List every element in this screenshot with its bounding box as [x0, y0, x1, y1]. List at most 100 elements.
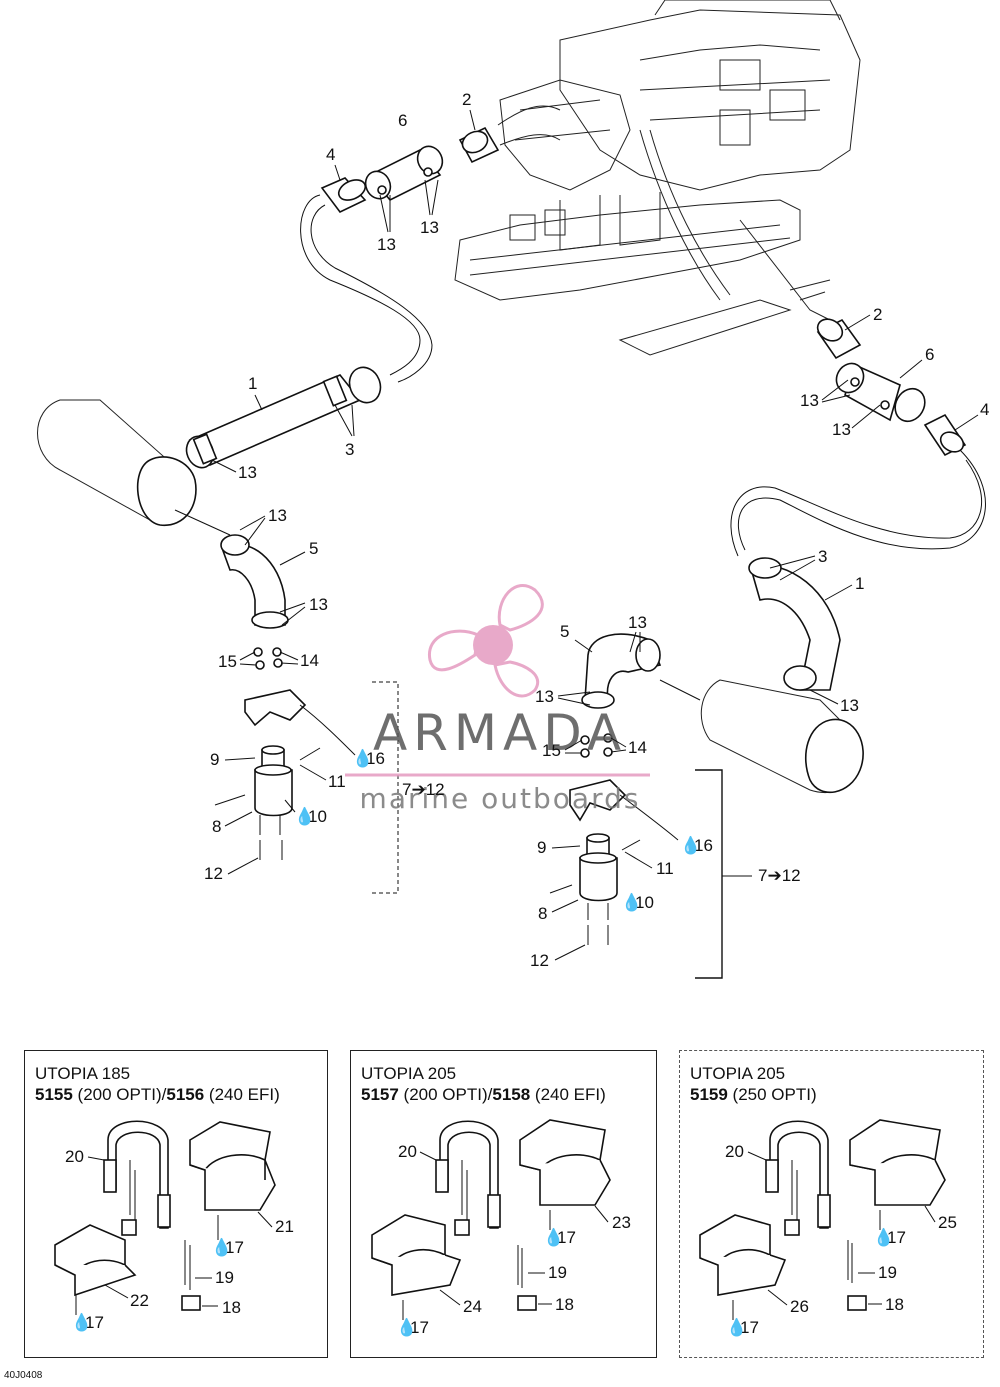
- drop-icon-16-right: 💧: [680, 835, 701, 855]
- callout-12-right: 12: [530, 951, 549, 970]
- drop-icon-16-left: 💧: [352, 748, 373, 768]
- watermark-brand: ARMADA: [373, 704, 627, 762]
- variant-panel-1: UTOPIA 185 5155 (200 OPTI)/5156 (240 EFI…: [24, 1050, 328, 1358]
- panel-1-model: UTOPIA 185: [35, 1064, 131, 1083]
- drop-icon-17-p3-a: 💧: [873, 1227, 894, 1247]
- variant-panel-3: UTOPIA 205 5159 (250 OPTI): [679, 1050, 984, 1358]
- callout-13-elbow-left-a: 13: [268, 506, 287, 525]
- callout-13-right-muffler: 13: [840, 696, 859, 715]
- callout-17-p3-b: 17: [740, 1318, 759, 1337]
- callout-14-right: 14: [628, 738, 647, 757]
- drop-icon-17-p2-b: 💧: [396, 1317, 417, 1337]
- drop-icon-10-left: 💧: [294, 806, 315, 826]
- engine-illustration: [454, 0, 861, 356]
- panel-2-title: UTOPIA 205 5157 (200 OPTI)/5158 (240 EFI…: [361, 1063, 606, 1105]
- part-6-hose-right: [835, 362, 926, 423]
- callout-13-left-a: 13: [377, 235, 396, 254]
- panel-1-codes: 5155 (200 OPTI)/5156 (240 EFI): [35, 1085, 280, 1104]
- part-2-sleeve-right: [816, 318, 862, 360]
- callout-2-right: 2: [873, 305, 882, 324]
- part-9-fitting-right: [579, 833, 618, 902]
- panel-2-model: UTOPIA 205: [361, 1064, 457, 1083]
- callout-12-left: 12: [204, 864, 223, 883]
- propeller-logo: [428, 583, 544, 698]
- drop-icon-17-p1-b: 💧: [71, 1312, 92, 1332]
- callout-17-p2-b: 17: [410, 1318, 429, 1337]
- callout-17-p2-a: 17: [557, 1228, 576, 1247]
- panel-3-parts: [699, 1119, 946, 1311]
- callout-16-left: 16: [366, 749, 385, 768]
- drop-icon-17-p3-b: 💧: [726, 1317, 747, 1337]
- callout-3-right: 3: [818, 547, 827, 566]
- callout-11-left: 11: [328, 772, 346, 791]
- callout-19-p1: 19: [215, 1268, 234, 1287]
- callout-15-left: 15: [218, 652, 237, 671]
- callout-19-p2: 19: [548, 1263, 567, 1282]
- range-label-left: 7➔12: [402, 780, 445, 799]
- callout-11-right: 11: [656, 859, 674, 878]
- callout-8-right: 8: [538, 904, 547, 923]
- callout-10-right: 10: [635, 893, 654, 912]
- muffler-left: [37, 399, 231, 536]
- callout-13-elbow-left-b: 13: [309, 595, 328, 614]
- callout-4-left: 4: [326, 145, 335, 164]
- callout-13-right-elbow-a: 13: [628, 613, 647, 632]
- callout-2-left: 2: [462, 90, 471, 109]
- callout-18-p3: 18: [885, 1295, 904, 1314]
- panel-1-title: UTOPIA 185 5155 (200 OPTI)/5156 (240 EFI…: [35, 1063, 280, 1105]
- armada-watermark: ARMADA marine outboards: [345, 583, 650, 815]
- callout-26: 26: [790, 1297, 809, 1316]
- panel-1-parts: [54, 1120, 276, 1311]
- callout-6-left: 6: [398, 111, 407, 130]
- callout-6-right: 6: [925, 345, 934, 364]
- variant-panel-2: UTOPIA 205 5157 (200 OPTI)/5158 (240 EFI…: [350, 1050, 657, 1358]
- part-5-elbow-left: [220, 534, 289, 629]
- callout-16-right: 16: [694, 836, 713, 855]
- callout-24: 24: [463, 1297, 482, 1316]
- panel-2-codes: 5157 (200 OPTI)/5158 (240 EFI): [361, 1085, 606, 1104]
- callout-13-right-b: 13: [832, 420, 851, 439]
- part-5-elbow-right: [581, 633, 662, 709]
- panel-3-model: UTOPIA 205: [690, 1064, 786, 1083]
- callout-13-muffler-left: 13: [238, 463, 257, 482]
- drop-icon-17-p1-a: 💧: [211, 1237, 232, 1257]
- callout-18-p1: 18: [222, 1298, 241, 1317]
- drop-icon-10-right: 💧: [621, 892, 642, 912]
- drawing-code: 40J0408: [4, 1370, 43, 1381]
- callout-17-p1-a: 17: [225, 1238, 244, 1257]
- callout-19-p3: 19: [878, 1263, 897, 1282]
- callout-10-left: 10: [308, 807, 327, 826]
- callout-20-p1: 20: [65, 1147, 84, 1166]
- panel-callouts: 20 17 💧 21 19 22 18 17 💧 20 17 💧 23 19 2…: [65, 1142, 957, 1337]
- muffler-right: [659, 679, 864, 794]
- left-exhaust-assembly: [37, 105, 561, 894]
- callout-18-p2: 18: [555, 1295, 574, 1314]
- callouts: 4 6 2 13 13 1 3 13 13 5 13 15 14 9 16 💧 …: [204, 90, 989, 970]
- part-4-sleeve-left: [320, 177, 367, 214]
- callout-9-right: 9: [537, 838, 546, 857]
- callout-17-p3-a: 17: [887, 1228, 906, 1247]
- callout-9-left: 9: [210, 750, 219, 769]
- callout-25: 25: [938, 1213, 957, 1232]
- panel-3-title: UTOPIA 205 5159 (250 OPTI): [690, 1063, 817, 1105]
- watermark-tagline: marine outboards: [360, 782, 641, 815]
- panel-3-codes: 5159 (250 OPTI): [690, 1085, 817, 1104]
- drop-icon-17-p2-a: 💧: [543, 1227, 564, 1247]
- callout-20-p3: 20: [725, 1142, 744, 1161]
- callout-3-left: 3: [345, 440, 354, 459]
- part-4-sleeve-right: [923, 413, 967, 457]
- callout-13-right-elbow-b: 13: [535, 687, 554, 706]
- callout-4-right: 4: [980, 400, 989, 419]
- callout-15-right: 15: [542, 741, 561, 760]
- callout-17-p1-b: 17: [85, 1313, 104, 1332]
- callout-13-right-a: 13: [800, 391, 819, 410]
- part-9-fitting-left: [254, 745, 293, 817]
- callout-14-left: 14: [300, 651, 319, 670]
- callout-5-right: 5: [560, 622, 569, 641]
- right-exhaust-assembly: [549, 318, 986, 979]
- part-1-hose-left: [185, 366, 382, 469]
- callout-21: 21: [275, 1217, 294, 1236]
- part-6-hose-left: [364, 145, 444, 202]
- callout-22: 22: [130, 1291, 149, 1310]
